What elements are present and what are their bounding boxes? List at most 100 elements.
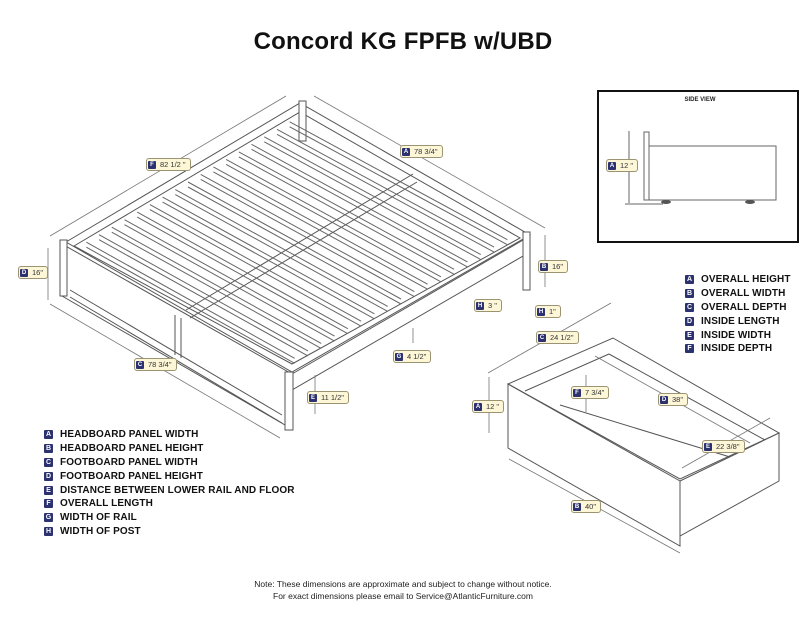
bed-slat	[276, 133, 495, 253]
bed-slats	[86, 121, 508, 364]
bed-dim-a: A 78 3/4"	[400, 145, 443, 158]
side-view-title: SIDE VIEW	[684, 97, 716, 103]
bed-slat	[86, 246, 295, 364]
bed-slat	[263, 141, 482, 260]
drawer-dim-d: D 38"	[658, 393, 689, 406]
drawer-right-face	[679, 432, 780, 537]
dim-key: B	[540, 262, 548, 271]
bed-dim-g: G 4 1/2"	[393, 350, 432, 363]
dim-value: 3 "	[488, 301, 497, 310]
legend-key: A	[685, 275, 694, 285]
side-view-wheel-right	[745, 200, 755, 204]
dim-key: H	[537, 307, 545, 316]
drawer-inner-back	[524, 353, 610, 392]
dim-key: C	[136, 360, 144, 369]
drawer-dim-b: B 40"	[571, 500, 602, 513]
dim-value: 12 "	[620, 161, 634, 170]
bed-dim-d: D 16"	[18, 266, 49, 279]
bed-dim-h-post: H 3 "	[474, 299, 502, 312]
bed-dim-b: B 16"	[538, 260, 569, 273]
footnote-line-1: Note: These dimensions are approximate a…	[254, 579, 552, 589]
bed-slat	[124, 224, 335, 342]
legend-key: B	[685, 289, 694, 299]
side-view-drawer	[648, 145, 777, 201]
legend-key: F	[685, 344, 694, 354]
drawer-dim-f: F 7 3/4"	[571, 386, 610, 399]
dim-key: D	[660, 395, 668, 404]
bed-slat	[251, 143, 468, 263]
drawer-dim-a: A 12 "	[472, 400, 505, 413]
legend-label: INSIDE DEPTH	[701, 343, 773, 355]
legend-label: WIDTH OF RAIL	[60, 512, 137, 524]
bed-slat	[200, 179, 415, 298]
legend-key: E	[44, 485, 53, 495]
legend-item: D FOOTBOARD PANEL HEIGHT	[44, 469, 295, 483]
dim-value: 16"	[32, 268, 44, 277]
legend-label: OVERALL HEIGHT	[701, 274, 791, 286]
legend-key: C	[44, 457, 53, 467]
bed-slat	[175, 194, 388, 312]
dim-value: 7 3/4"	[585, 388, 605, 397]
dim-value: 38"	[672, 395, 684, 404]
bed-slat	[276, 128, 495, 248]
bed-slat	[251, 148, 468, 268]
bed-slat	[238, 151, 455, 270]
dim-key: A	[608, 161, 616, 170]
dim-value: 22 3/8"	[716, 442, 740, 451]
bed-slat	[289, 126, 508, 246]
bed-slat	[149, 209, 362, 327]
page-title: Concord KG FPFB w/UBD	[253, 28, 553, 55]
bed-slat	[136, 211, 349, 330]
bed-slat	[98, 239, 309, 357]
dim-value: 82 1/2 "	[160, 160, 186, 169]
dim-value: 78 3/4"	[414, 147, 438, 156]
bed-slat	[225, 163, 442, 283]
dim-key: E	[704, 442, 712, 451]
bed-slat	[213, 171, 428, 290]
bed-frame	[59, 100, 532, 431]
legend-key: D	[44, 471, 53, 481]
dim-line-c	[49, 303, 281, 439]
dim-key: F	[148, 160, 156, 169]
legend-label: INSIDE LENGTH	[701, 315, 780, 327]
dim-value: 78 3/4"	[148, 360, 172, 369]
legend-item: A OVERALL HEIGHT	[685, 273, 791, 287]
drawer-dim-c: C 24 1/2"	[536, 331, 579, 344]
dim-value: 11 1/2"	[321, 393, 344, 402]
legend-label: FOOTBOARD PANEL HEIGHT	[60, 470, 203, 482]
footnote: Note: These dimensions are approximate a…	[0, 578, 806, 602]
bed-dim-e: E 11 1/2"	[307, 391, 349, 404]
bed-slat	[225, 158, 442, 278]
dim-key: A	[474, 402, 482, 411]
legend-label: OVERALL LENGTH	[60, 498, 153, 510]
dim-key: A	[402, 147, 410, 156]
dim-key: B	[573, 502, 581, 511]
bed-front-post	[284, 371, 294, 431]
drawer-front-face	[507, 383, 681, 547]
legend-key: B	[44, 444, 53, 454]
legend-label: WIDTH OF POST	[60, 525, 141, 537]
bed-dim-f: F 82 1/2 "	[146, 158, 191, 171]
dim-key: H	[476, 301, 484, 310]
bed-slat	[86, 241, 295, 359]
legend-item: F INSIDE DEPTH	[685, 342, 791, 356]
legend-key: E	[685, 330, 694, 340]
dim-value: 4 1/2"	[407, 352, 427, 361]
dim-value: 12 "	[486, 402, 500, 411]
bed-slat	[111, 226, 322, 344]
dim-key: E	[309, 393, 317, 402]
legend-label: FOOTBOARD PANEL WIDTH	[60, 456, 198, 468]
bed-left-post	[59, 239, 68, 297]
bed-slat	[187, 181, 402, 300]
dim-value: 40"	[585, 502, 597, 511]
drawer-dim-e: E 22 3/8"	[702, 440, 745, 453]
bed-back-post	[298, 100, 307, 142]
bed-left-rail-line	[69, 289, 283, 416]
